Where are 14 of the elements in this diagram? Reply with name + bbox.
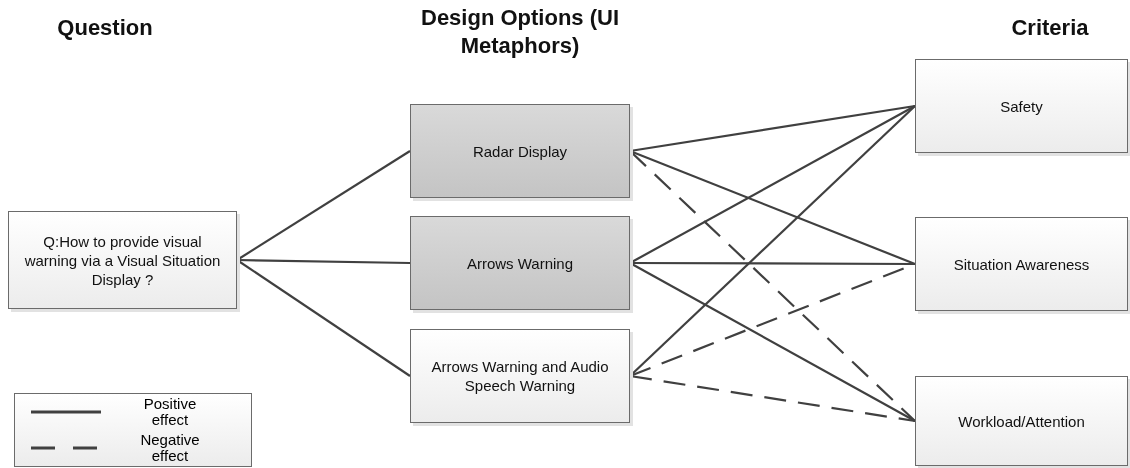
option-box: Radar Display [410,104,630,198]
question-box: Q:How to provide visual warning via a Visual Situation Display ? [8,211,237,309]
criteria-box: Workload/Attention [915,376,1128,466]
legend-label: Positive effect [142,396,198,428]
criteria-box: Situation Awareness [915,217,1128,311]
column-heading: Question [56,14,154,42]
connector-line [237,258,410,265]
criteria-box: Safety [915,59,1128,153]
column-heading: Criteria [1010,14,1090,42]
legend-label: Negative effect [139,432,201,464]
option-box: Arrows Warning and Audio Speech Warning [410,329,630,423]
connector-line [630,261,915,266]
option-box: Arrows Warning [410,216,630,310]
column-heading: Design Options (UI Metaphors) [420,4,620,60]
